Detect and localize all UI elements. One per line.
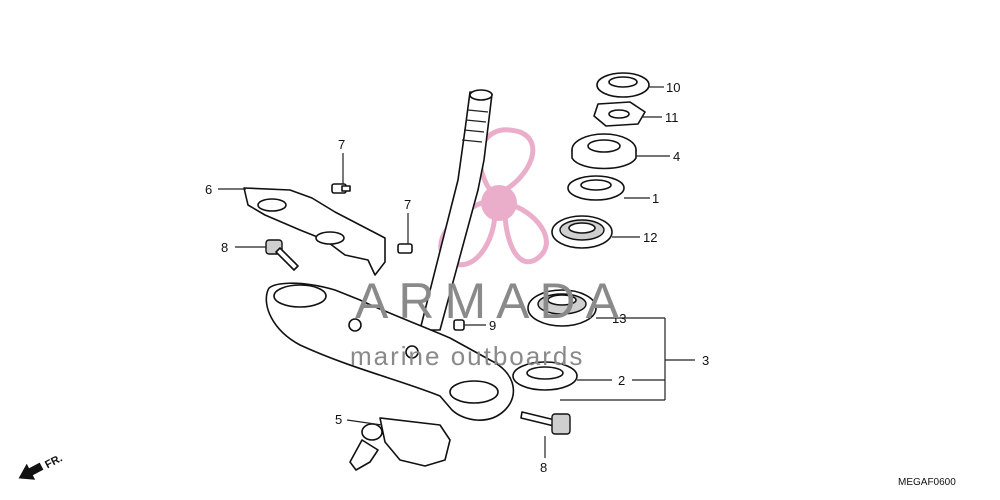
lock-washer (593, 101, 646, 127)
callout-4: 4 (673, 149, 680, 164)
lower-race (512, 361, 578, 391)
leader-lines (218, 86, 695, 458)
callout-7-lower: 7 (404, 197, 411, 212)
callout-3: 3 (702, 353, 709, 368)
bottom-bridge (265, 282, 515, 421)
callout-8-left: 8 (221, 240, 228, 255)
callout-13: 13 (612, 311, 626, 326)
bolt-7-lower (397, 243, 413, 254)
dust-seal (567, 175, 625, 201)
watermark-brand: ARMADA (355, 273, 629, 329)
lower-bearing (527, 289, 597, 327)
arrow-icon (18, 462, 44, 480)
bolt-7-upper (331, 183, 351, 194)
reference-code: MEGAF0600 (898, 477, 956, 488)
callout-11: 11 (665, 110, 679, 125)
callout-6: 6 (205, 182, 212, 197)
callout-1: 1 (652, 191, 659, 206)
front-direction-arrow: FR. (18, 452, 64, 480)
callout-8-bottom: 8 (540, 460, 547, 475)
adjusting-nut (571, 133, 637, 170)
bolt-8-left (265, 239, 299, 271)
callout-12: 12 (643, 230, 657, 245)
callout-7-upper: 7 (338, 137, 345, 152)
callout-9: 9 (489, 318, 496, 333)
lock-nut (596, 72, 650, 98)
ignition-lock (349, 417, 451, 471)
callout-2: 2 (618, 373, 625, 388)
direction-label: FR. (43, 452, 64, 471)
callout-labels: 10 11 4 1 12 13 2 3 9 5 8 8 6 7 7 (205, 80, 709, 475)
bracket-plate (243, 187, 386, 276)
bolt-8-bottom (520, 411, 571, 435)
upper-bearing (551, 215, 613, 249)
callout-10: 10 (666, 80, 680, 95)
callout-5: 5 (335, 412, 342, 427)
steering-stem (419, 89, 493, 331)
watermark-text: ARMADA marine outboards (350, 273, 629, 371)
watermark-tagline: marine outboards (350, 341, 584, 371)
